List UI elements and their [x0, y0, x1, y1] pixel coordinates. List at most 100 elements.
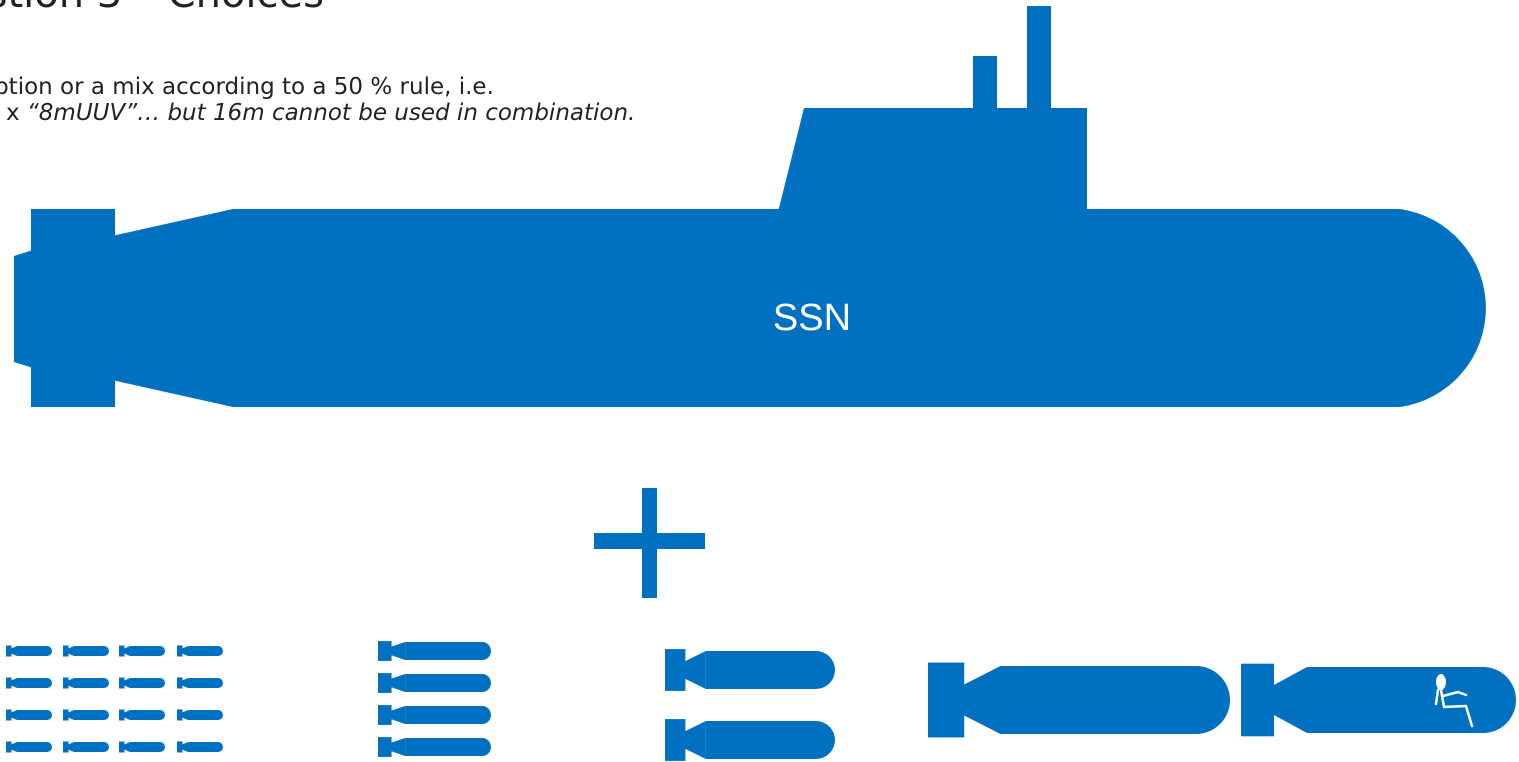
uuv-rudder — [177, 645, 183, 657]
uuv-hull — [188, 742, 223, 752]
uuv-rudder — [378, 737, 392, 757]
uuv-stern — [181, 646, 189, 656]
subtitle-line-2-quote: “8mUUV”… but 16m cannot be used in combi… — [26, 100, 636, 126]
uuv-hull — [130, 678, 165, 688]
small-uuv — [119, 741, 165, 753]
submarine-icon — [14, 6, 1486, 407]
uuv-stern — [10, 678, 18, 688]
uuv-rudder — [378, 705, 392, 725]
uuv-stern — [390, 642, 406, 660]
medium-uuv-icon — [378, 641, 491, 757]
periscope-tall — [1027, 6, 1051, 110]
plus-horizontal-bar — [594, 533, 705, 549]
uuv-rudder — [6, 677, 12, 689]
medium-uuv — [378, 641, 491, 661]
uuv-hull — [705, 651, 835, 689]
uuv-stern — [123, 646, 131, 656]
uuv-stern — [390, 674, 406, 692]
uuv-rudder — [119, 709, 125, 721]
uuv-rudder — [665, 649, 686, 691]
diver-icon — [1434, 674, 1474, 728]
uuv-rudder — [119, 645, 125, 657]
uuv-stern — [10, 742, 18, 752]
small-uuv-icon — [6, 645, 223, 753]
uuv-stern — [67, 646, 75, 656]
uuv-hull — [405, 674, 491, 692]
submarine-hull — [233, 209, 1486, 407]
uuv-hull — [130, 646, 165, 656]
uuv-rudder — [63, 677, 69, 689]
medium-uuv — [378, 737, 491, 757]
small-uuv — [6, 709, 52, 721]
small-uuv — [177, 709, 223, 721]
uuv-stern — [123, 678, 131, 688]
manned-sdv-icon — [1241, 663, 1516, 737]
8m-uuv-icon — [665, 649, 835, 761]
uuv-stern — [181, 678, 189, 688]
diver-body — [1439, 688, 1474, 728]
small-uuv — [6, 741, 52, 753]
uuv-stern — [10, 646, 18, 656]
sdv-hull — [1241, 663, 1516, 737]
uuv-stern — [684, 651, 706, 689]
uuv-stern — [684, 721, 706, 759]
small-uuv — [177, 645, 223, 657]
small-uuv — [119, 677, 165, 689]
uuv-hull — [405, 642, 491, 660]
medium-uuv — [378, 673, 491, 693]
8m-uuv — [665, 649, 835, 691]
uuv-stern — [963, 666, 1001, 734]
uuv-rudder — [378, 641, 392, 661]
uuv-hull — [17, 742, 52, 752]
plus-icon — [594, 488, 705, 598]
uuv-rudder — [6, 709, 12, 721]
uuv-stern — [123, 742, 131, 752]
small-uuv — [6, 677, 52, 689]
uuv-hull — [188, 710, 223, 720]
uuv-rudder — [177, 677, 183, 689]
uuv-stern — [67, 742, 75, 752]
small-uuv — [63, 709, 109, 721]
uuv-hull — [188, 678, 223, 688]
subtitle-line-2-prefix: 1 x — [0, 100, 20, 126]
submarine-label: SSN — [773, 297, 851, 339]
uuv-stern — [390, 706, 406, 724]
uuv-stern — [10, 710, 18, 720]
16m-uuv-icon — [928, 662, 1230, 738]
uuv-rudder — [1241, 663, 1274, 737]
small-uuv — [63, 677, 109, 689]
periscope-short — [973, 56, 997, 110]
uuv-hull — [1000, 666, 1230, 734]
small-uuv — [177, 677, 223, 689]
uuv-rudder — [6, 645, 12, 657]
uuv-rudder — [63, 709, 69, 721]
uuv-stern — [123, 710, 131, 720]
small-uuv — [6, 645, 52, 657]
uuv-hull — [74, 646, 109, 656]
submarine-propeller-cap — [14, 250, 33, 368]
uuv-hull — [188, 646, 223, 656]
uuv-stern — [390, 738, 406, 756]
subtitle-line-1: option or a mix according to a 50 % rule… — [0, 74, 494, 100]
uuv-stern — [1273, 667, 1307, 733]
uuv-hull — [705, 721, 835, 759]
uuv-stern — [67, 678, 75, 688]
uuv-hull — [74, 742, 109, 752]
uuv-stern — [67, 710, 75, 720]
uuv-rudder — [177, 709, 183, 721]
uuv-hull — [130, 742, 165, 752]
uuv-hull — [130, 710, 165, 720]
uuv-hull — [17, 646, 52, 656]
diver-head — [1436, 674, 1446, 690]
diver-arm — [1441, 690, 1468, 698]
uuv-rudder — [6, 741, 12, 753]
uuv-hull — [74, 678, 109, 688]
uuv-rudder — [665, 719, 686, 761]
submarine-rudder — [31, 209, 115, 407]
uuv-hull — [1307, 667, 1516, 733]
16m-uuv — [928, 662, 1230, 738]
submarine-sail — [778, 108, 1087, 212]
uuv-rudder — [177, 741, 183, 753]
slide-title: estion 3 – Choices — [0, 0, 324, 18]
